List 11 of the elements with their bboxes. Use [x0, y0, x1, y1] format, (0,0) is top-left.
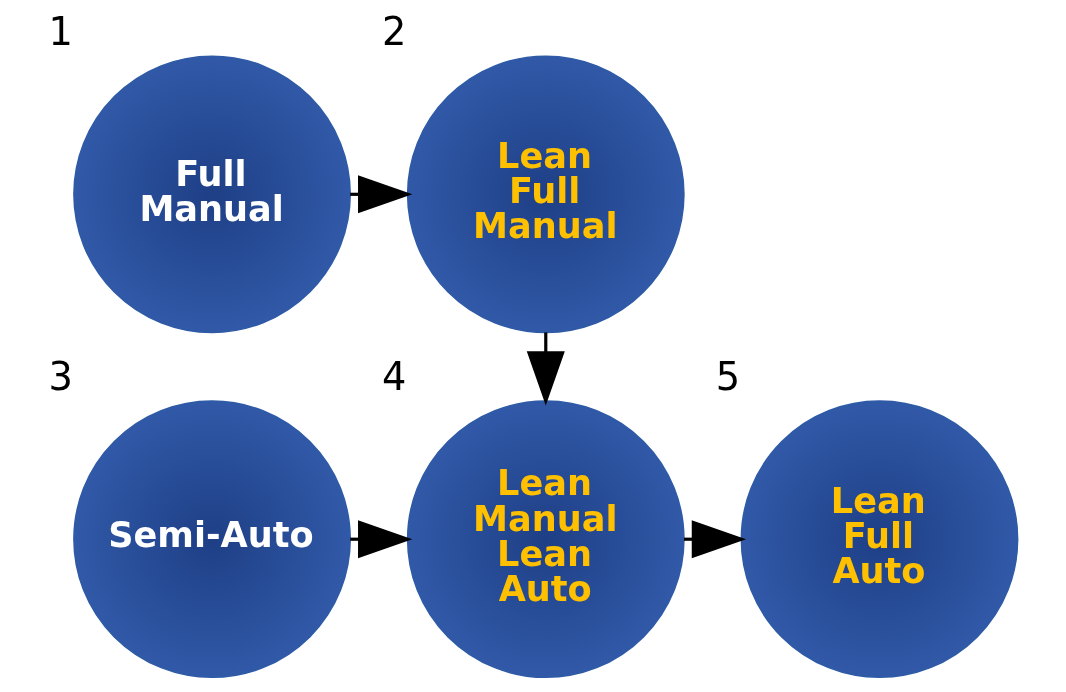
node-circle: Lean Full Auto — [740, 400, 1019, 679]
arrow — [526, 332, 565, 406]
node-label: 1 — [48, 9, 73, 55]
node-label: 5 — [715, 354, 741, 400]
node-label: 3 — [48, 354, 73, 400]
node-circle: Full Manual — [73, 55, 351, 334]
node-label: 2 — [382, 9, 407, 55]
node-circle: Lean Manual Lean Auto — [406, 400, 685, 679]
node-label: 4 — [382, 354, 407, 400]
node-circle: Lean Full Manual — [406, 55, 685, 334]
node-circle: Semi-Auto — [73, 400, 351, 679]
